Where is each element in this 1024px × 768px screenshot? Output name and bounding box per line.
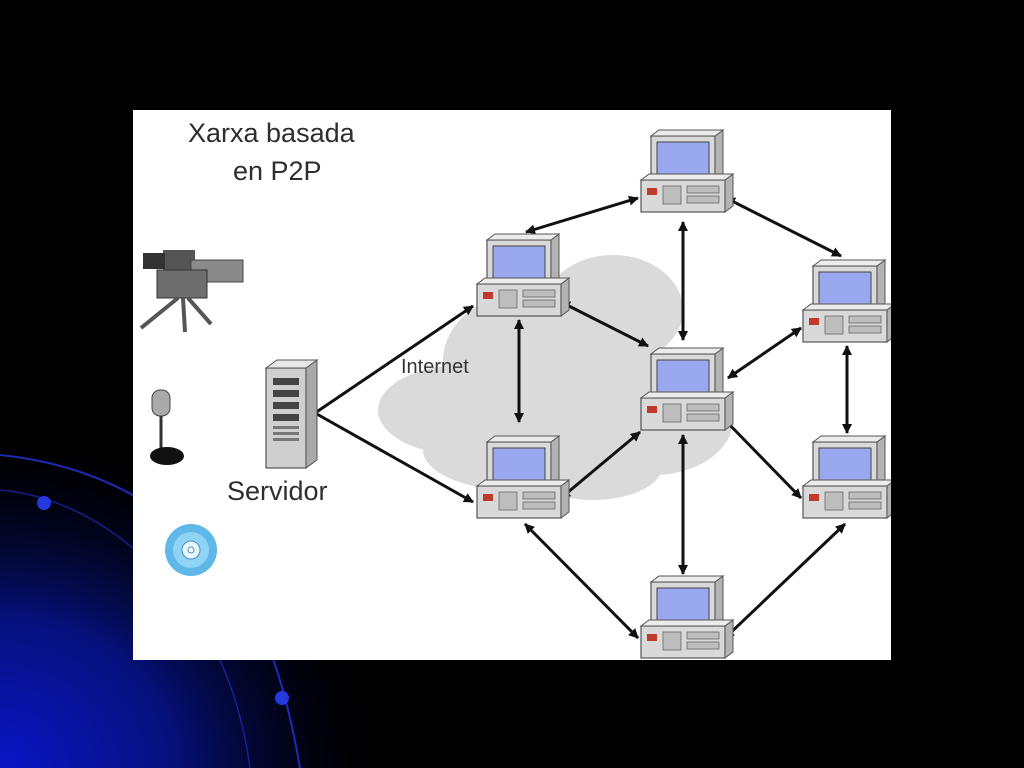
peer-link-arrow xyxy=(523,522,640,640)
figure-title-line-2: en P2P xyxy=(233,156,322,186)
desktop-computer-icon xyxy=(640,347,734,431)
server-link-arrow xyxy=(314,304,474,415)
peer-link-arrow xyxy=(525,195,639,235)
peer-link-arrow xyxy=(721,416,803,500)
desktop-computer-icon xyxy=(476,233,570,317)
accent-dot xyxy=(37,496,51,510)
network-diagram xyxy=(139,129,891,659)
desktop-computer-icon xyxy=(640,129,734,213)
microphone-icon xyxy=(150,389,184,465)
peer-link-arrow xyxy=(723,522,847,640)
video-camera-icon xyxy=(139,250,244,333)
internet-label: Internet xyxy=(401,356,469,378)
accent-dot xyxy=(275,691,289,705)
p2p-network-figure: Xarxa basada en P2P Internet Servidor xyxy=(133,110,891,660)
desktop-computer-icon xyxy=(476,435,570,519)
peer-link-arrow xyxy=(725,196,842,258)
desktop-computer-icon xyxy=(802,259,891,343)
server-label: Servidor xyxy=(227,476,328,506)
cd-disc-icon xyxy=(165,524,217,576)
peer-link-arrow xyxy=(560,430,641,500)
desktop-computer-icon xyxy=(802,435,891,519)
server-link-arrow xyxy=(314,411,474,504)
server-tower-icon xyxy=(264,359,319,469)
desktop-computer-icon xyxy=(640,575,734,659)
connection-arrows xyxy=(314,195,852,640)
peer-link-arrow xyxy=(727,326,802,380)
peer-link-arrow xyxy=(560,300,649,348)
figure-title-line-1: Xarxa basada xyxy=(188,118,355,148)
